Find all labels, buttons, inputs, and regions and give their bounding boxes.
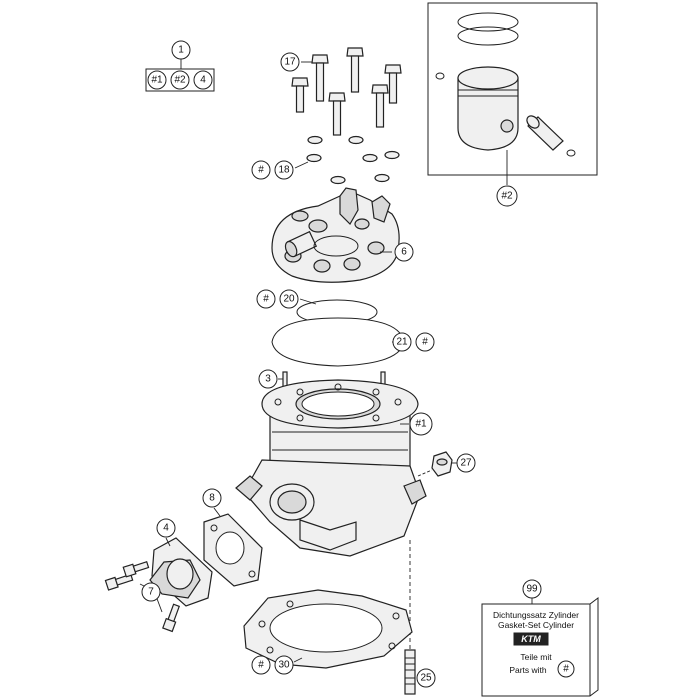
leader-20 [299,298,317,305]
callout-1a-circle [147,70,167,90]
callout-1c-circle [193,70,213,90]
piston-pin [526,115,564,151]
gasket-set-line-de: Dichtungssatz Zylinder [493,610,579,620]
exhaust-flange [149,537,213,607]
callout-25-circle [416,668,436,688]
callout-cylinder-circle [409,412,433,436]
gasket-set-hash-circle [557,660,575,678]
leader-18 [294,161,309,169]
gasket-set-line-en: Gasket-Set Cylinder [498,620,574,630]
callout-18-hash-label: # [258,165,264,176]
callout-1b-label: #2 [174,75,186,86]
callout-25-label: 25 [420,673,432,684]
piston [457,66,519,151]
callout-3-circle [258,369,278,389]
gasket-set-hash-label: # [563,664,569,675]
callout-30-hash-label: # [258,660,264,671]
callout-18-hash-circle [251,160,271,180]
callout-2-label: #2 [501,191,513,202]
callout-30-circle [274,655,294,675]
callout-27-label: 27 [460,458,472,469]
callout-7-label: 7 [148,587,154,598]
callout-21-label: 21 [396,337,408,348]
head-bolts-group [291,47,402,136]
callout-20-circle [279,289,299,309]
callout-1b-circle [170,70,190,90]
cylinder [235,371,427,557]
callout-6-label: 6 [401,247,407,258]
callout-8-circle [202,488,222,508]
callout-1-circle [171,40,191,60]
leader-30 [293,657,303,663]
callout-99-circle [522,579,542,599]
callout-20-hash-label: # [263,294,269,305]
callout-1c-label: 4 [200,75,206,86]
nut-27 [417,451,460,477]
callout-20-hash-circle [256,289,276,309]
washers-group [294,135,400,185]
callout-3-label: 3 [265,374,271,385]
callout-17-circle [280,52,300,72]
callout-99-label: 99 [526,584,538,595]
callout-21-circle [392,332,412,352]
callout-20-label: 20 [283,294,295,305]
gasket-set-line-parts-en: Parts with [509,665,547,675]
callout-30-hash-circle [251,655,271,675]
callout-4-circle [156,518,176,538]
cylinder-base-gasket [243,589,413,669]
leader-8 [213,507,221,517]
circlip-left [435,72,445,80]
piston-ring-bottom [457,26,519,46]
callout-18-label: 18 [278,165,290,176]
callout-21-hash-circle [415,332,435,352]
callout-4-label: 4 [163,523,169,534]
callout-17-label: 17 [284,57,296,68]
callout-6-circle [394,242,414,262]
gasket-set-line-parts-de: Teile mit [520,652,552,662]
callout-18-circle [274,160,294,180]
callout-21-hash-label: # [422,337,428,348]
circlip-right [566,149,576,157]
callout-2-circle [496,185,518,207]
leader-4 [165,537,171,547]
callout-30-label: 30 [278,660,290,671]
gasket-set-logo-text: KTM [521,634,541,644]
callout-27-circle [456,453,476,473]
ktm-logo [513,632,549,646]
exhaust-flange-gasket [203,507,263,587]
piston-kit-group [427,2,598,185]
callout-7-circle [141,582,161,602]
cylinder-head [271,187,400,283]
callout-1-label: 1 [178,45,184,56]
callout-1a-label: #1 [151,75,163,86]
callout-cylinder-label: #1 [415,419,427,430]
piston-ring-top [457,12,519,32]
callout-8-label: 8 [209,493,215,504]
